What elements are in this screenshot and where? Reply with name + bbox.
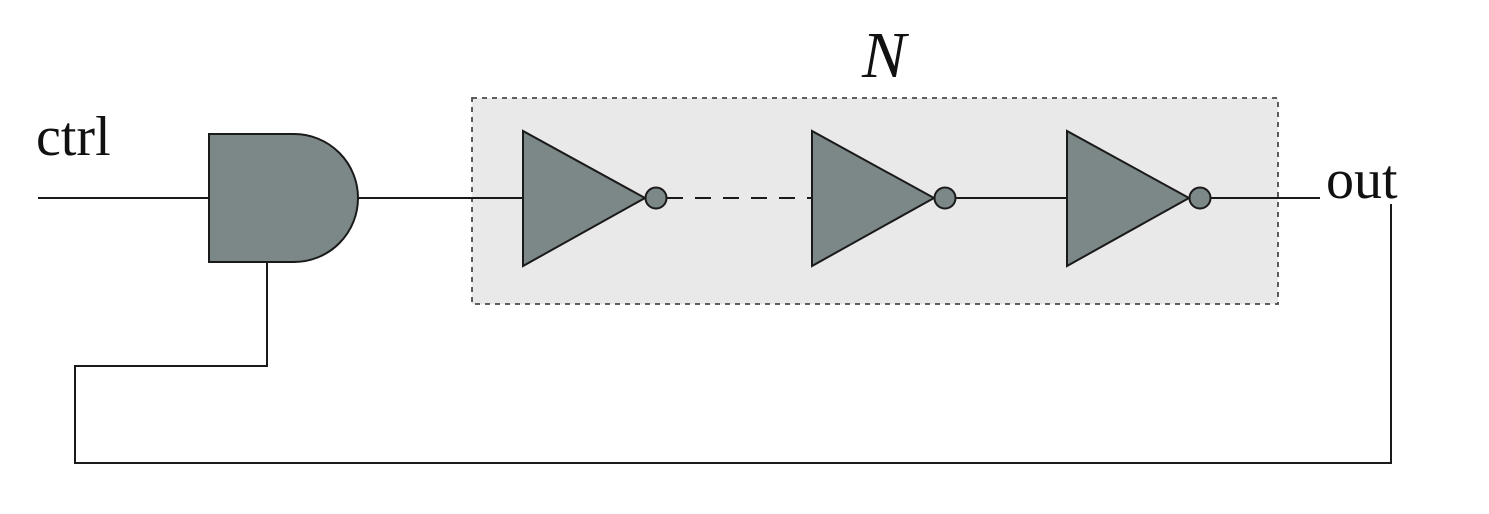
- out-label: out: [1326, 149, 1398, 211]
- inverter-bubble-icon: [933, 186, 957, 210]
- inverter-1: [522, 129, 668, 268]
- inverter-icon: [811, 129, 937, 268]
- inverter-2: [811, 129, 957, 268]
- inverter-icon: [522, 129, 648, 268]
- inverter-bubble-icon: [644, 186, 668, 210]
- stage-count-label: N: [861, 19, 910, 92]
- inverter-icon: [1066, 129, 1192, 268]
- ctrl-label: ctrl: [36, 106, 111, 168]
- inverter-bubble-icon: [1188, 186, 1212, 210]
- feedback-wire: [74, 204, 1392, 464]
- inverter-3: [1066, 129, 1212, 268]
- and-gate-icon: [208, 133, 359, 263]
